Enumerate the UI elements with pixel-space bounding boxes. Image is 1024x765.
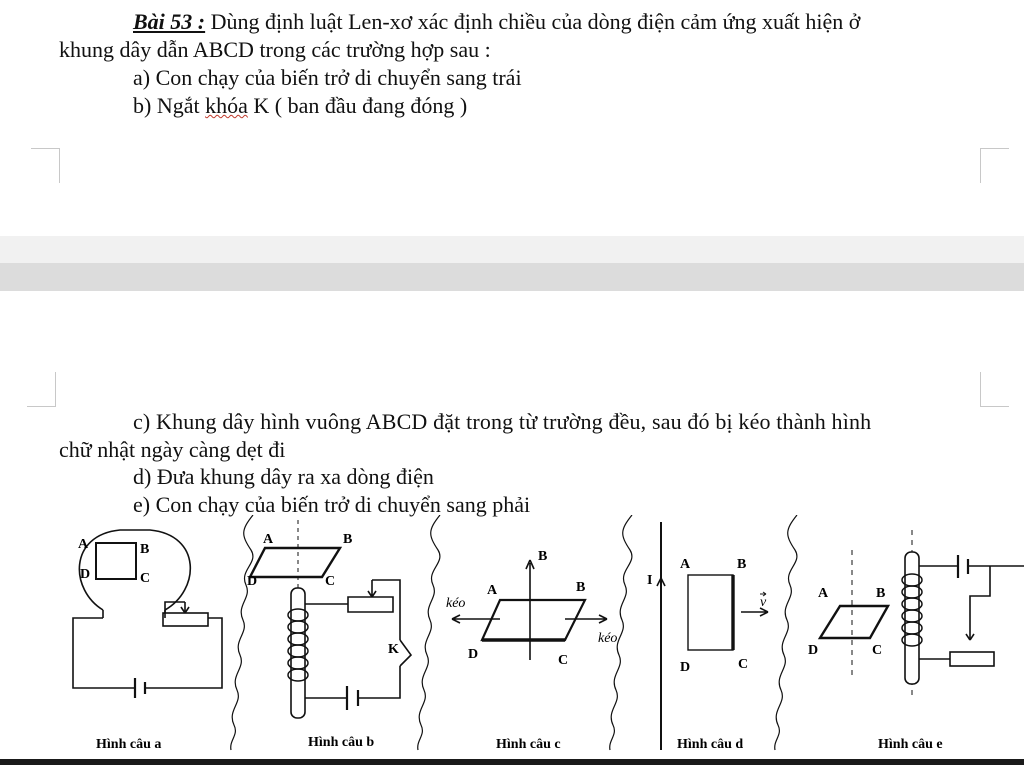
figure-c-field-arrow: [525, 559, 535, 660]
figure-c-pull-right: [565, 614, 608, 624]
caption-figure-a: Hình câu a: [96, 737, 161, 752]
fig-c-label-B: B: [576, 580, 585, 595]
figures-panel: A B C D A B C D K B A B C D kéo kéo A B …: [72, 515, 1024, 752]
problem-heading-line: Bài 53 : Dùng định luật Len-xơ xác định …: [133, 9, 860, 35]
fig-d-label-B: B: [737, 557, 746, 572]
figure-d-velocity-arrow: [741, 607, 769, 617]
fig-d-label-C: C: [738, 657, 748, 672]
figure-b: [248, 520, 413, 719]
fig-c-label-C: C: [558, 653, 568, 668]
margin-mark-top-left: [27, 372, 56, 407]
fig-c-label-B-vector: B: [538, 549, 547, 564]
figure-a-rheostat: [162, 612, 209, 627]
problem-intro-line1: Dùng định luật Len-xơ xác định chiều của…: [210, 9, 861, 34]
fig-e-label-B: B: [876, 586, 885, 601]
caption-figure-c: Hình câu c: [496, 737, 561, 752]
item-b-suffix: K ( ban đầu đang đóng ): [247, 93, 468, 118]
fig-b-label-A: A: [263, 532, 274, 547]
margin-mark-top-right: [980, 372, 1009, 407]
figure-a-loop: [78, 529, 192, 611]
margin-mark-bottom-left: [31, 148, 60, 183]
caption-figure-d: Hình câu d: [677, 737, 743, 752]
figure-e: [817, 530, 1024, 700]
figure-c: [451, 559, 608, 660]
figure-a-battery: [133, 678, 147, 698]
item-a: a) Con chạy của biến trở di chuyển sang …: [133, 65, 522, 90]
fig-d-label-I: I: [647, 573, 652, 588]
fig-d-label-A: A: [680, 557, 691, 572]
item-d: d) Đưa khung dây ra xa dòng điện: [133, 464, 434, 489]
fig-a-label-C: C: [140, 571, 150, 586]
page-gap-shadow: [0, 236, 1024, 263]
caption-figure-b: Hình câu b: [308, 735, 374, 750]
divider-4: [774, 515, 798, 751]
figure-e-rheostat: [949, 651, 995, 667]
fig-c-label-keo-left: kéo: [446, 596, 465, 611]
item-e: e) Con chạy của biến trở di chuyển sang …: [133, 492, 531, 517]
item-b-prefix: b) Ngắt: [133, 93, 206, 118]
fig-d-label-v: v: [760, 595, 767, 610]
figure-a: [72, 529, 223, 698]
figure-b-battery: [345, 686, 360, 710]
fig-e-label-C: C: [872, 643, 882, 658]
divider-3: [609, 515, 633, 751]
fig-b-label-B: B: [343, 532, 352, 547]
problem-intro-line2: khung dây dẫn ABCD trong các trường hợp …: [59, 37, 491, 62]
caption-figure-e: Hình câu e: [878, 737, 943, 752]
item-b: b) Ngắt khóa K ( ban đầu đang đóng ): [133, 93, 467, 119]
fig-a-label-B: B: [140, 542, 149, 557]
figure-c-pull-left: [451, 614, 500, 624]
fig-c-label-A: A: [487, 583, 498, 598]
fig-a-label-A: A: [78, 537, 89, 552]
figure-d-frame: [687, 574, 734, 651]
figure-e-battery: [956, 555, 970, 578]
divider-1: [230, 515, 254, 751]
fig-e-label-D: D: [808, 643, 818, 658]
fig-c-label-keo-right: kéo: [598, 631, 617, 646]
item-b-misspelled-word: khóa: [205, 93, 248, 118]
figure-b-switch: [399, 639, 413, 667]
fig-d-label-D: D: [680, 660, 690, 675]
fig-e-label-A: A: [818, 586, 829, 601]
margin-mark-bottom-right: [980, 148, 1009, 183]
figure-e-frame: [817, 604, 891, 640]
figure-c-frame: [480, 598, 587, 642]
figure-d: [656, 522, 769, 750]
figure-a-frame: [95, 542, 137, 580]
problem-title: Bài 53 :: [133, 9, 206, 34]
item-c-line2: chữ nhật ngày càng dẹt đi: [59, 437, 286, 462]
fig-c-label-D: D: [468, 647, 478, 662]
fig-b-label-D: D: [247, 574, 257, 589]
figure-b-frame: [248, 546, 343, 579]
divider-2: [417, 515, 441, 751]
bottom-edge-bar: [0, 759, 1024, 765]
page-gap: [0, 263, 1024, 291]
fig-b-label-K: K: [388, 642, 399, 657]
figure-e-solenoid-core: [904, 551, 920, 685]
item-c-line1: c) Khung dây hình vuông ABCD đặt trong t…: [133, 409, 872, 434]
figure-b-solenoid-core: [290, 587, 306, 719]
fig-b-label-C: C: [325, 574, 335, 589]
fig-a-label-D: D: [80, 567, 90, 582]
